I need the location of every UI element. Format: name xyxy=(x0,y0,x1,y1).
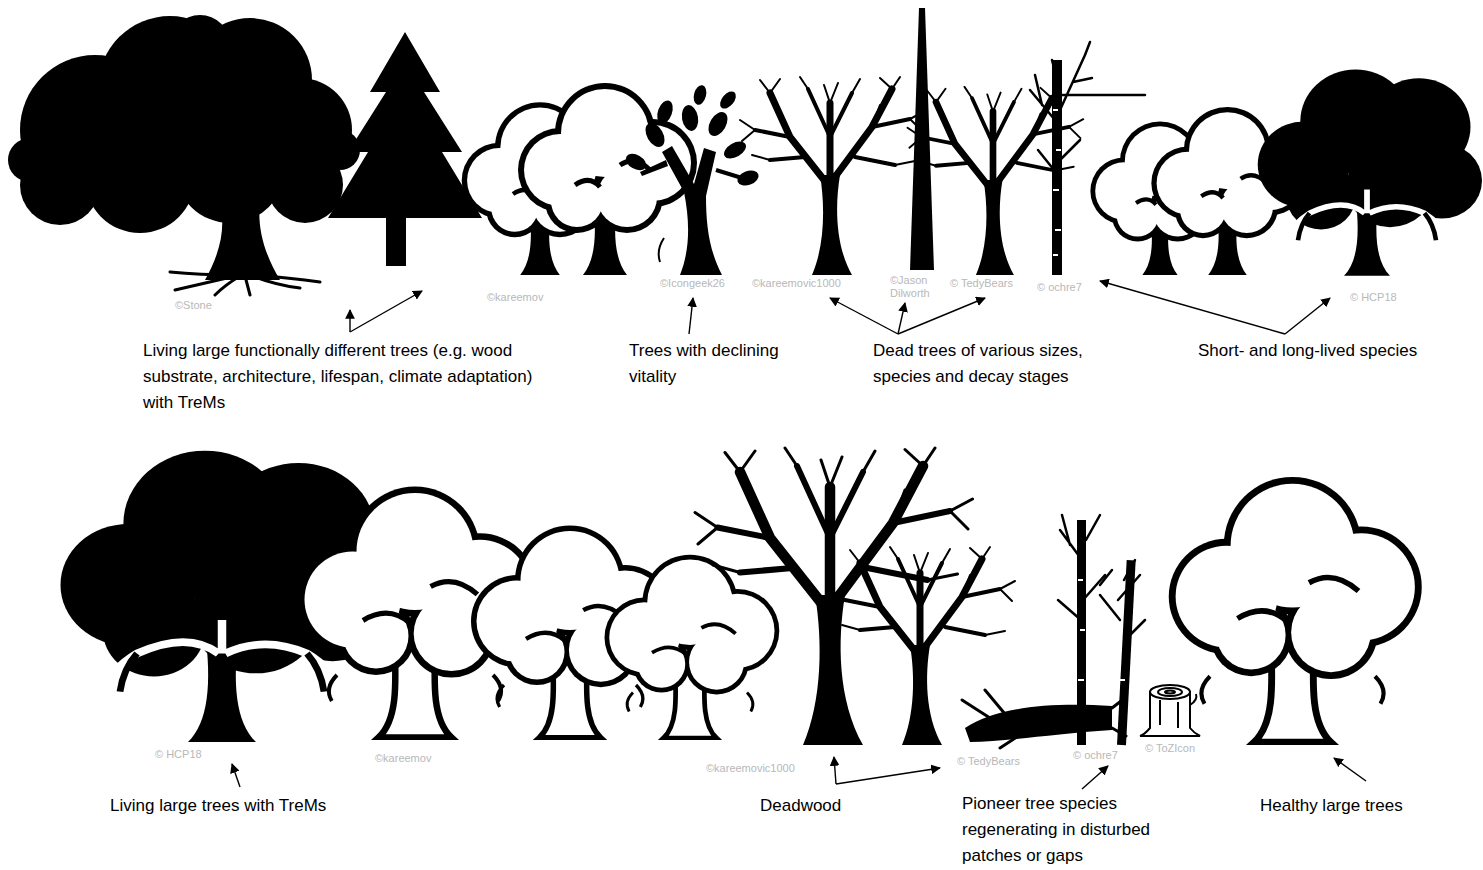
watermark: ©kareemovic1000 xyxy=(752,277,841,290)
watermark: ©Jason Dilworth xyxy=(890,274,948,300)
watermark: © HCP18 xyxy=(155,748,202,761)
annotation-label: Living large trees with TreMs xyxy=(110,793,326,819)
watermark: ©kareemov xyxy=(487,291,543,304)
watermark: ©Stone xyxy=(175,299,212,312)
watermark: ©kareemovic1000 xyxy=(706,762,795,775)
watermark: © TedyBears xyxy=(957,755,1020,768)
watermark: ©Icongeek26 xyxy=(660,277,725,290)
annotation-label: Dead trees of various sizes, species and… xyxy=(873,338,1133,390)
watermark: © ochre7 xyxy=(1073,749,1118,762)
watermark: © ToZIcon xyxy=(1145,742,1195,755)
watermark: © ochre7 xyxy=(1037,281,1082,294)
annotation-label: Deadwood xyxy=(760,793,841,819)
watermark: © TedyBears xyxy=(950,277,1013,290)
annotation-label: Healthy large trees xyxy=(1260,793,1403,819)
annotation-label: Pioneer tree species regenerating in dis… xyxy=(962,791,1202,869)
annotation-label: Living large functionally different tree… xyxy=(143,338,553,416)
watermark: © HCP18 xyxy=(1350,291,1397,304)
watermark: ©kareemov xyxy=(375,752,431,765)
annotation-label: Short- and long-lived species xyxy=(1198,338,1417,364)
annotation-label: Trees with declining vitality xyxy=(629,338,779,390)
